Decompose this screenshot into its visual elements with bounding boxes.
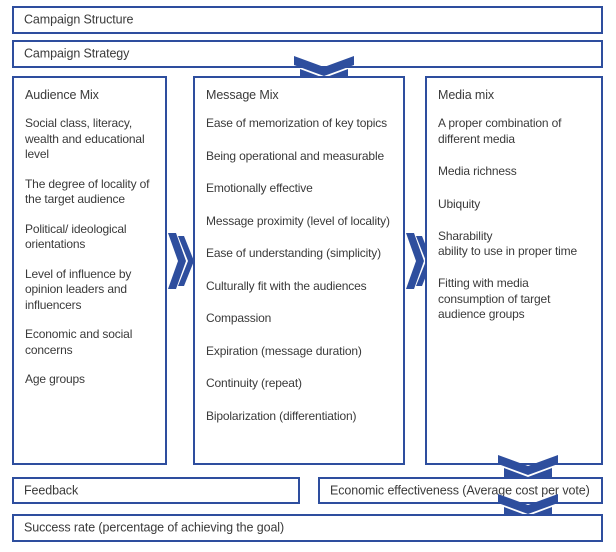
list-item: Continuity (repeat) — [206, 376, 302, 390]
campaign-structure-label: Campaign Structure — [24, 12, 134, 27]
list-item: Media richness — [438, 164, 517, 178]
message-mix-title: Message Mix — [206, 88, 279, 102]
list-item: Economic and social concerns — [25, 327, 133, 357]
message-mix-list: Ease of memorization of key topics Being… — [206, 116, 393, 424]
list-item: The degree of locality of the target aud… — [25, 176, 150, 207]
economic-effectiveness-box: Economic effectiveness (Average cost per… — [318, 477, 603, 504]
list-item: Culturally fit with the audiences — [206, 278, 367, 293]
feedback-label: Feedback — [24, 483, 79, 497]
feedback-box: Feedback — [12, 477, 300, 504]
campaign-strategy-label: Campaign Strategy — [24, 46, 130, 61]
list-item: Age groups — [25, 372, 85, 386]
list-item: Political/ ideological orientations — [25, 221, 127, 252]
list-item: Being operational and measurable — [206, 148, 384, 163]
list-item: Bipolarization (differentiation) — [206, 408, 357, 423]
list-item: Expiration (message duration) — [206, 343, 362, 358]
success-rate-label: Success rate (percentage of achieving th… — [24, 520, 285, 535]
list-item: Emotionally effective — [206, 181, 313, 195]
list-item: Sharability ability to use in proper tim… — [438, 229, 578, 258]
economic-effectiveness-label: Economic effectiveness (Average cost per… — [330, 483, 590, 497]
list-item: Compassion — [206, 311, 272, 325]
audience-mix-title: Audience Mix — [25, 88, 99, 102]
list-item: A proper combination of different media — [438, 116, 562, 146]
list-item: Level of influence by opinion leaders an… — [25, 266, 132, 312]
campaign-strategy-box: Campaign Strategy — [12, 40, 603, 68]
message-mix-column: Message Mix Ease of memorization of key … — [193, 76, 405, 465]
success-rate-box: Success rate (percentage of achieving th… — [12, 514, 603, 542]
media-mix-column: Media mix A proper combination of differ… — [425, 76, 603, 465]
media-mix-title: Media mix — [438, 88, 495, 102]
list-item: Ease of understanding (simplicity) — [206, 246, 381, 260]
list-item: Ubiquity — [438, 196, 481, 211]
campaign-structure-box: Campaign Structure — [12, 6, 603, 34]
audience-mix-column: Audience Mix Social class, literacy, wea… — [12, 76, 167, 465]
list-item: Ease of memorization of key topics — [206, 116, 387, 130]
list-item: Fitting with media consumption of target… — [438, 276, 551, 321]
double-chevron-right-icon — [168, 233, 194, 289]
list-item: Message proximity (level of locality) — [206, 213, 390, 228]
media-mix-list: A proper combination of different media … — [438, 116, 591, 323]
audience-mix-list: Social class, literacy, wealth and educa… — [25, 116, 155, 388]
list-item: Social class, literacy, wealth and educa… — [25, 116, 145, 161]
